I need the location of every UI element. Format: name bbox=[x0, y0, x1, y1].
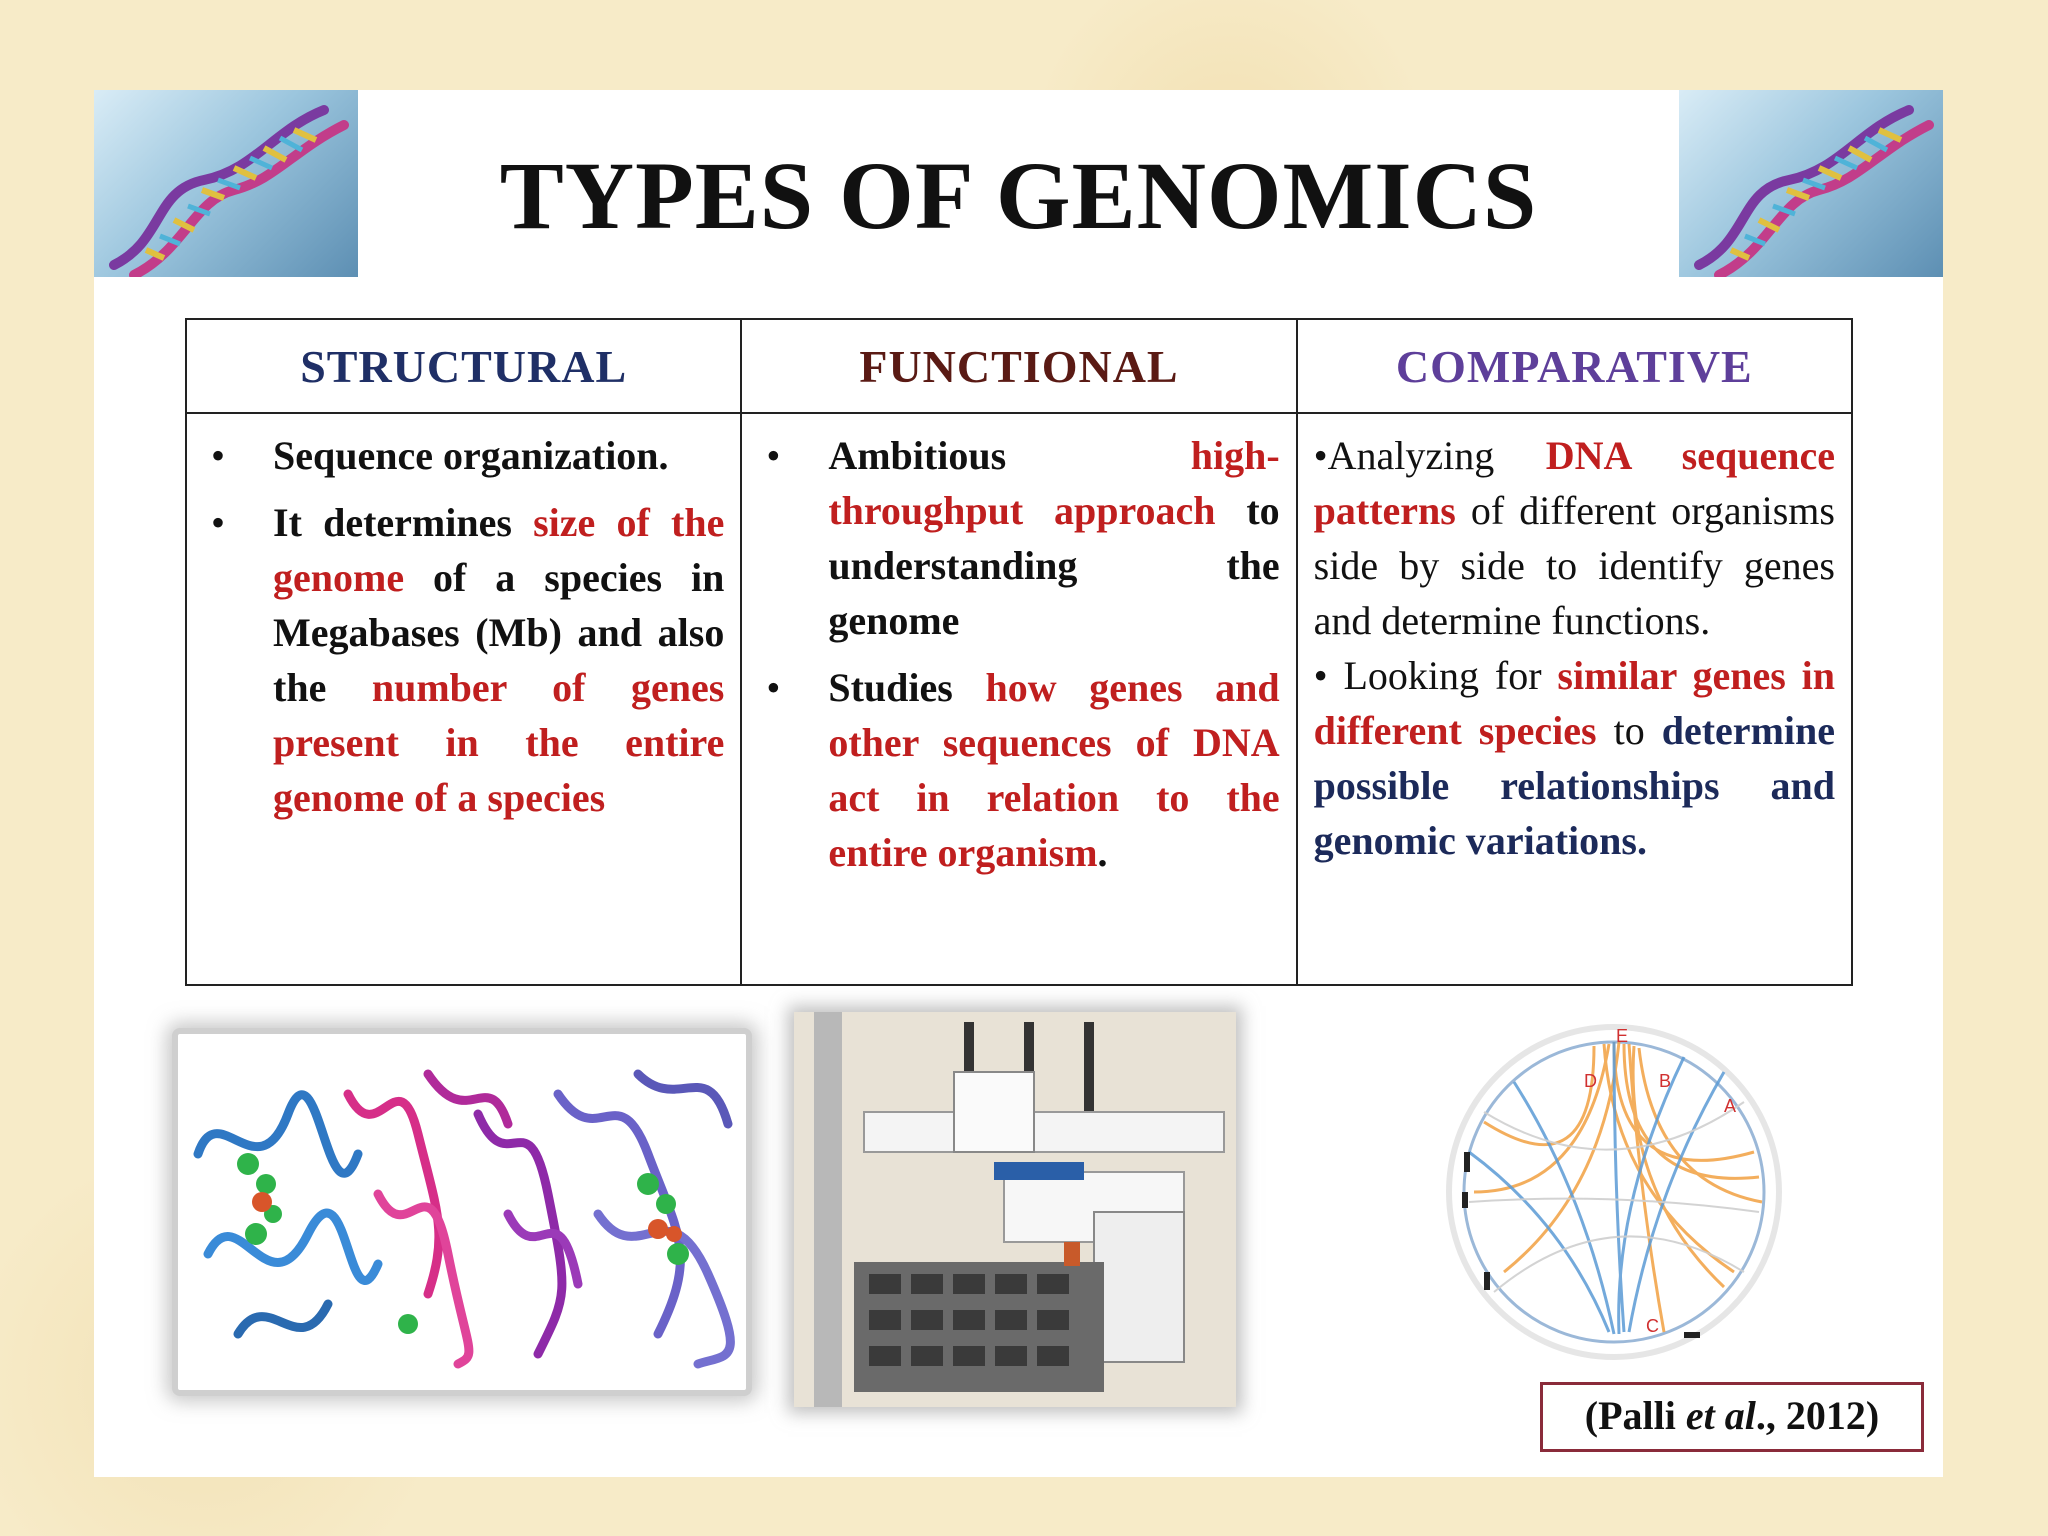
list-item: It determines size of the genome of a sp… bbox=[203, 495, 724, 825]
header-functional: FUNCTIONAL bbox=[740, 318, 1298, 414]
comparative-p2-mid: to bbox=[1596, 708, 1662, 753]
slide: TYPES OF GENOMICS bbox=[94, 90, 1943, 1477]
comparative-p1-post: of different organisms side by side to i… bbox=[1313, 488, 1835, 643]
table-header-row: STRUCTURAL FUNCTIONAL COMPARATIVE bbox=[184, 318, 1854, 414]
citation-box: (Palli et al., 2012) bbox=[1540, 1382, 1924, 1452]
functional-b1-highlight: high-throughput approach bbox=[828, 433, 1280, 533]
structural-b2-pre: It determines bbox=[273, 500, 534, 545]
dna-helix-icon bbox=[94, 90, 358, 277]
comparative-p1-pre: •Analyzing bbox=[1313, 433, 1546, 478]
page-title: TYPES OF GENOMICS bbox=[499, 142, 1538, 249]
citation-open: (Palli bbox=[1584, 1393, 1686, 1438]
comparative-paragraph-1: •Analyzing DNA sequence patterns of diff… bbox=[1314, 428, 1835, 648]
circos-label-e: E bbox=[1616, 1026, 1628, 1046]
circos-plot-image: A B C D E bbox=[1424, 1002, 1804, 1382]
structural-b2-mid: of a species in Megabases (Mb) and also … bbox=[273, 555, 725, 710]
comparative-p2-highlight: similar genes in different species bbox=[1313, 653, 1835, 753]
structural-b2-highlight-size: size of the genome bbox=[273, 500, 725, 600]
genomics-table: STRUCTURAL FUNCTIONAL COMPARATIVE Sequen… bbox=[184, 318, 1854, 986]
list-item: Studies how genes and other sequences of… bbox=[758, 660, 1279, 880]
functional-b2-post: . bbox=[1097, 830, 1108, 875]
structural-cell: Sequence organization. It determines siz… bbox=[184, 412, 743, 986]
functional-b2-pre: Studies bbox=[828, 665, 986, 710]
protein-structure-image bbox=[172, 1028, 752, 1396]
dna-helix-icon bbox=[1679, 90, 1943, 277]
structural-b2-highlight-genes: number of genes present in the entire ge… bbox=[273, 665, 725, 820]
functional-b1-pre: Ambitious bbox=[828, 433, 1191, 478]
functional-b2-highlight: how genes and other sequences of DNA act… bbox=[828, 665, 1280, 875]
functional-b1-post: to understanding the genome bbox=[828, 488, 1280, 643]
comparative-paragraph-2: • Looking for similar genes in different… bbox=[1314, 648, 1835, 868]
header-comparative: COMPARATIVE bbox=[1295, 318, 1854, 414]
header-structural: STRUCTURAL bbox=[184, 318, 743, 414]
circos-label-a: A bbox=[1724, 1096, 1736, 1116]
comparative-cell: •Analyzing DNA sequence patterns of diff… bbox=[1295, 412, 1854, 986]
lab-robot-image bbox=[794, 1012, 1236, 1407]
table-row: Sequence organization. It determines siz… bbox=[184, 412, 1854, 986]
circos-label-b: B bbox=[1659, 1071, 1671, 1091]
circos-label-d: D bbox=[1584, 1071, 1597, 1091]
comparative-p2-pre: • Looking for bbox=[1313, 653, 1558, 698]
citation-etal: et al bbox=[1685, 1393, 1756, 1438]
list-item: Sequence organization. bbox=[203, 428, 724, 483]
list-item: Ambitious high-throughput approach to un… bbox=[758, 428, 1279, 648]
comparative-p1-highlight: DNA sequence patterns bbox=[1313, 433, 1835, 533]
circos-label-c: C bbox=[1646, 1316, 1659, 1336]
comparative-p2-navy: determine possible relationships and gen… bbox=[1313, 708, 1835, 863]
structural-bullet-1: Sequence organization. bbox=[273, 433, 669, 478]
citation-close: ., 2012) bbox=[1755, 1393, 1880, 1438]
functional-cell: Ambitious high-throughput approach to un… bbox=[740, 412, 1298, 986]
